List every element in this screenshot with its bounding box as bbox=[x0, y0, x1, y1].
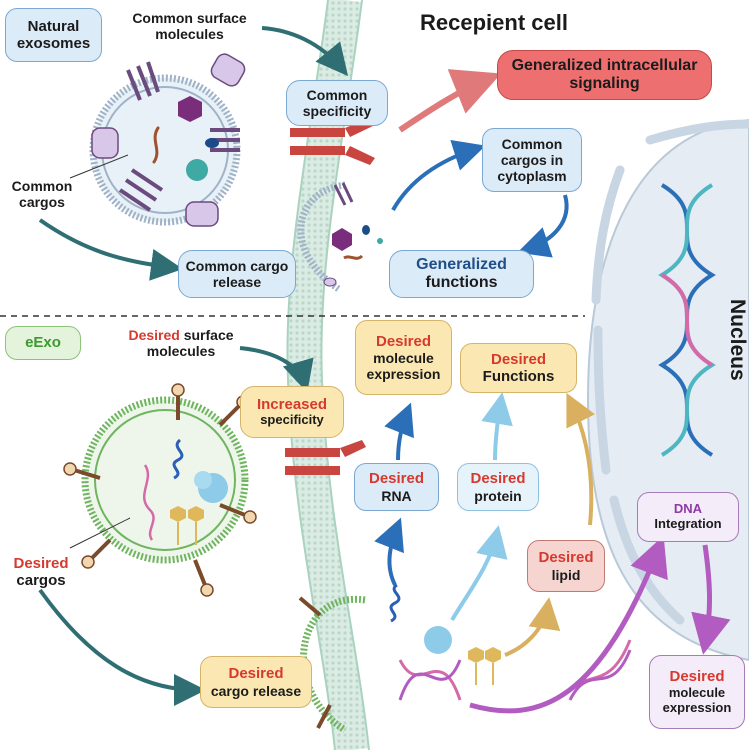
fusing-engineered-exosome bbox=[298, 583, 501, 733]
common-cargos-cytoplasm-box: Common cargos in cytoplasm bbox=[482, 128, 582, 192]
functions-cap-text: Functions bbox=[482, 368, 555, 385]
natural-exosomes-label: Natural exosomes bbox=[5, 8, 102, 62]
protein-text: protein bbox=[474, 487, 522, 504]
generalized-signaling-box: Generalized intracellular signaling bbox=[497, 50, 712, 100]
generalized-functions-box: Generalized functions bbox=[389, 250, 534, 298]
nucleus-label: Nucleus bbox=[726, 299, 749, 381]
fusing-natural-exosome bbox=[297, 181, 383, 293]
desired-word: Desired bbox=[128, 327, 180, 343]
generalized-text: Generalized bbox=[416, 255, 507, 273]
cargo-release-text: cargo release bbox=[210, 682, 302, 699]
surface-molecules-word: surface molecules bbox=[146, 327, 234, 360]
natural-exosomes-text: Natural exosomes bbox=[16, 17, 91, 52]
common-cargos-label: Common cargos bbox=[11, 178, 73, 211]
lipid-text: lipid bbox=[551, 566, 581, 583]
desired-word: Desired bbox=[228, 665, 284, 683]
dna-helix bbox=[658, 183, 716, 457]
desired-word: Desired bbox=[13, 555, 69, 572]
common-cargo-release-text: Common cargo release bbox=[185, 257, 289, 290]
desired-word: Desired bbox=[470, 470, 526, 488]
desired-cargo-release-box: Desired cargo release bbox=[200, 656, 312, 708]
desired-receptor bbox=[285, 440, 366, 475]
molecule-expression-text: molecule expression bbox=[662, 684, 732, 715]
common-specificity-box: Common specificity bbox=[286, 80, 388, 126]
recipient-cell-title: Recepient cell bbox=[420, 10, 568, 35]
desired-word: Desired bbox=[490, 350, 547, 368]
cargos-word: cargos bbox=[16, 572, 66, 590]
desired-lipid-box: Desired lipid bbox=[527, 540, 605, 592]
common-cargo-release-box: Common cargo release bbox=[178, 250, 296, 298]
specificity-text: specificity bbox=[260, 412, 324, 428]
desired-protein-box: Desired protein bbox=[457, 463, 539, 511]
small-dna bbox=[568, 639, 632, 701]
desired-expression-box: Desired molecule expression bbox=[355, 320, 452, 395]
dna-text: DNA bbox=[673, 501, 703, 517]
common-surface-molecules-label: Common surface molecules bbox=[132, 10, 247, 43]
desired-surface-molecules-label: Desired surface molecules bbox=[106, 327, 256, 359]
desired-rna-box: Desired RNA bbox=[354, 463, 439, 511]
integration-text: Integration bbox=[654, 516, 722, 531]
generalized-signaling-text: Generalized intracellular signaling bbox=[511, 56, 698, 92]
rna-text: RNA bbox=[381, 487, 412, 504]
desired-functions-box: Desired Functions bbox=[460, 343, 577, 393]
increased-specificity-box: Increased specificity bbox=[240, 386, 344, 438]
increased-text: Increased bbox=[256, 395, 328, 413]
desired-molecule-expression-box: Desired molecule expression bbox=[649, 655, 745, 729]
eexo-text: eExo bbox=[25, 334, 61, 352]
desired-word: Desired bbox=[669, 668, 725, 686]
eexo-label: eExo bbox=[5, 326, 81, 360]
natural-exosome bbox=[89, 53, 246, 227]
functions-text: functions bbox=[425, 274, 498, 291]
desired-word: Desired bbox=[375, 332, 432, 350]
dna-integration-box: DNA Integration bbox=[637, 492, 739, 542]
desired-word: Desired bbox=[538, 549, 594, 567]
common-cargos-cytoplasm-text: Common cargos in cytoplasm bbox=[497, 135, 567, 185]
common-specificity-text: Common specificity bbox=[302, 86, 372, 119]
engineered-exosome bbox=[63, 383, 257, 597]
desired-word: Desired bbox=[368, 470, 425, 488]
molecule-expression-text: molecule expression bbox=[366, 350, 441, 383]
desired-cargos-label: Desired cargos bbox=[6, 555, 76, 590]
